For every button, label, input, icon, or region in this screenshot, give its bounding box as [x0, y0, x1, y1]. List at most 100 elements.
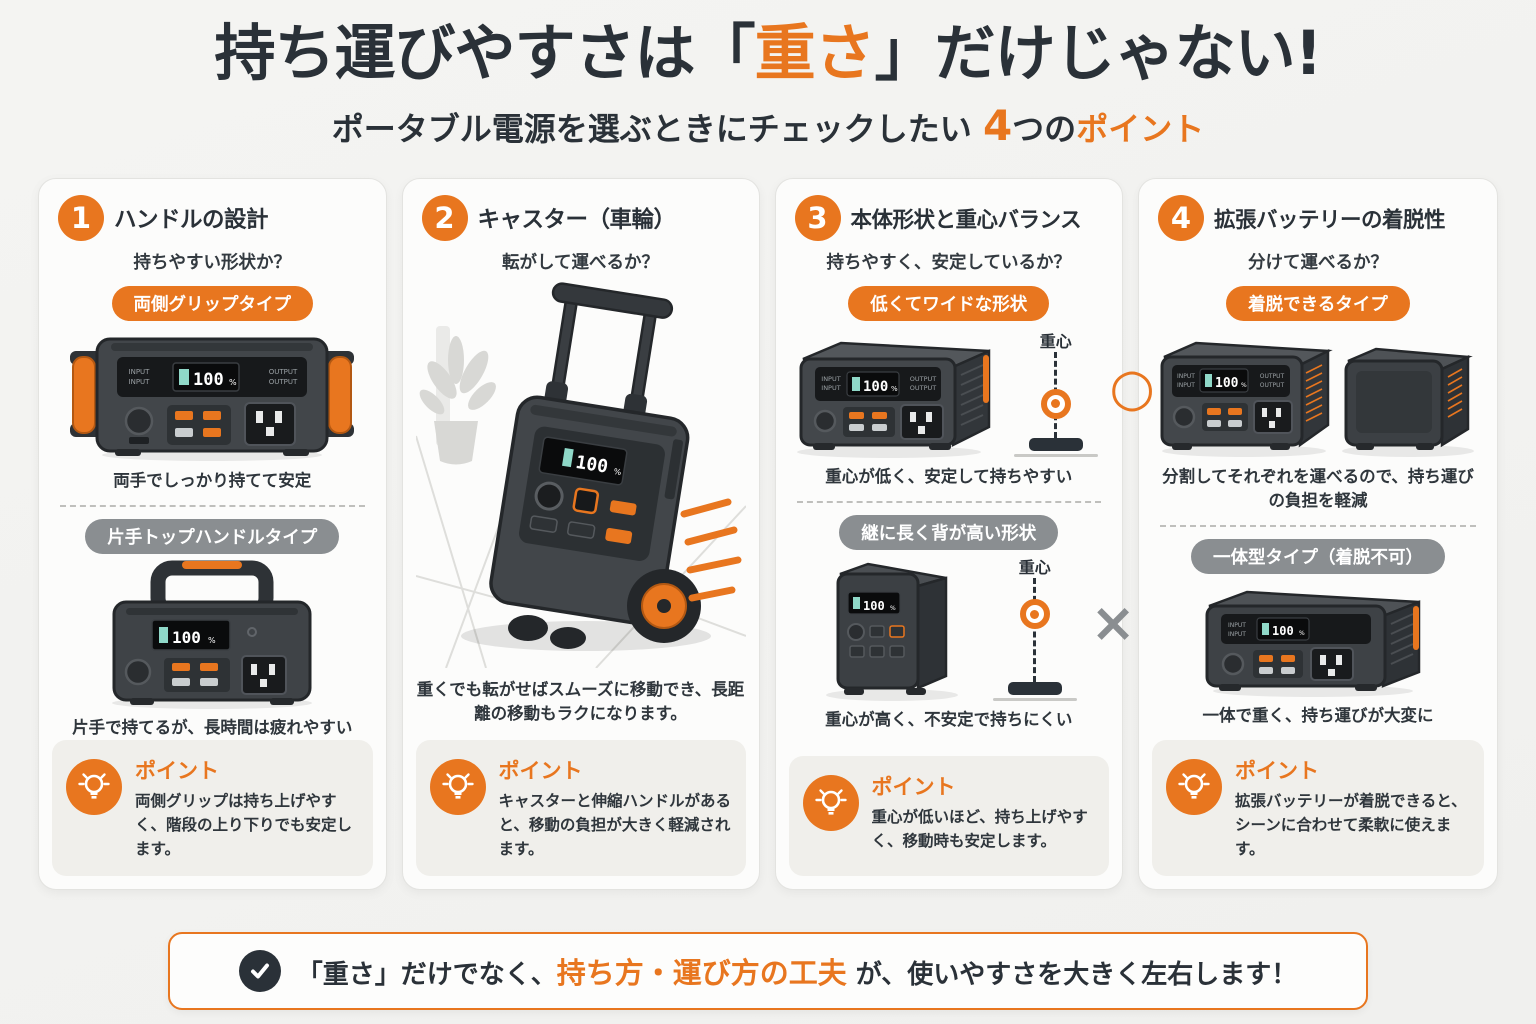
number-badge-2: 2 — [421, 195, 468, 241]
tall-station-svg: 100 % — [825, 562, 958, 701]
detachable-pair-illustration: INPUT INPUT 100 % OUTPUT OUTPUT — [1152, 327, 1484, 459]
trolley-power-station-svg: 100 % — [415, 282, 746, 668]
title-pre: 持ち運びやすさは — [214, 18, 696, 89]
point-content: ポイント 両側グリップは持ち上げやすく、階段の上り下りでも安定します。 — [135, 755, 359, 861]
title-bracket-close: 」 — [874, 18, 936, 89]
svg-text:%: % — [890, 605, 896, 612]
card-center-of-gravity: 3 本体形状と重心バランス 持ちやすく、安定しているか？ 低くてワイドな形状 — [774, 178, 1155, 890]
lightbulb-icon — [429, 758, 486, 815]
card-handle-design: 1 ハンドルの設計 持ちやすい形状か？ 両側グリップタイプ INPUT — [38, 178, 387, 890]
svg-text:100: 100 — [193, 370, 224, 390]
svg-text:OUTPUT: OUTPUT — [269, 368, 298, 376]
card3-question: 持ちやすく、安定しているか？ — [826, 253, 1071, 273]
check-icon — [238, 950, 281, 992]
svg-text:INPUT: INPUT — [821, 375, 840, 383]
cg-diagram-high: 重心 × — [982, 554, 1136, 702]
integrated-station-svg: INPUT INPUT 100 % — [1205, 590, 1421, 697]
card2-title: キャスター（車輪） — [477, 207, 677, 233]
cg-ground — [1013, 453, 1098, 457]
bad-cross-mark: × — [1090, 591, 1136, 655]
svg-text:INPUT: INPUT — [1228, 622, 1246, 629]
caption-top-handle: 片手で持てるが、長時間は疲れやすい — [72, 717, 353, 737]
svg-text:INPUT: INPUT — [1228, 631, 1246, 638]
low-wide-row: INPUT INPUT 100 % OUTPUT OUTPUT — [789, 325, 1155, 459]
point-label: ポイント — [871, 774, 956, 799]
point-box-1: ポイント 両側グリップは持ち上げやすく、階段の上り下りでも安定します。 — [52, 739, 373, 876]
power-station-side-grips-svg: INPUT INPUT 100 % OUTPUT OUTPUT — [70, 337, 355, 461]
point-box-2: ポイント キャスターと伸縮ハンドルがあると、移動の負担が大きく軽減されます。 — [415, 739, 746, 876]
cg-target-icon — [1040, 388, 1071, 419]
summary-pre: 「重さ」だけでなく、 — [296, 960, 557, 990]
svg-text:100: 100 — [863, 599, 885, 613]
subtitle-mid: つの — [1012, 110, 1077, 149]
point-text: キャスターと伸縮ハンドルがあると、移動の負担が大きく軽減されます。 — [498, 791, 732, 858]
page-title: 持ち運びやすさは「重さ」だけじゃない! — [0, 20, 1536, 87]
caption-high-cg: 重心が高く、不安定で持ちにくい — [825, 709, 1073, 729]
point-label: ポイント — [135, 758, 219, 783]
caption-low-cg: 重心が低く、安定して持ちやすい — [825, 467, 1073, 486]
top-handle-station-illustration: 100 % — [52, 560, 373, 710]
title-post: だけじゃない! — [934, 18, 1323, 89]
svg-text:INPUT: INPUT — [1177, 382, 1195, 389]
svg-text:INPUT: INPUT — [821, 384, 840, 392]
card-expansion-battery: 4 拡張バッテリーの着脱性 分けて運べるか？ 着脱できるタイプ — [1138, 178, 1498, 890]
number-badge-4: 4 — [1158, 195, 1204, 241]
point-box-4: ポイント 拡張バッテリーが着脱できると、シーンに合わせて柔軟に使えます。 — [1152, 739, 1484, 876]
svg-text:INPUT: INPUT — [129, 368, 151, 376]
cg-label: 重心 — [1039, 331, 1072, 351]
point-label: ポイント — [1235, 758, 1319, 783]
subtitle-pre: ポータブル電源を選ぶときにチェックしたい — [331, 110, 983, 149]
badge-low-wide-shape: 低くてワイドな形状 — [848, 286, 1050, 321]
card1-header: 1 ハンドルの設計 — [52, 195, 373, 241]
point-box-3: ポイント 重心が低いほど、持ち上げやすく、移動時も安定します。 — [788, 755, 1109, 876]
svg-text:%: % — [208, 636, 216, 645]
caption-side-grip: 両手でしっかり持てて安定 — [113, 471, 312, 490]
summary-text: 「重さ」だけでなく、持ち方・運び方の工夫 が、使いやすさを大きく左右します！ — [297, 950, 1298, 992]
cg-stack — [992, 578, 1077, 702]
lightbulb-icon — [66, 758, 122, 815]
lightbulb-icon — [1166, 758, 1222, 815]
trolley-station-illustration: 100 % — [415, 276, 746, 668]
card4-title: 拡張バッテリーの着脱性 — [1214, 207, 1446, 233]
badge-detachable-type: 着脱できるタイプ — [1226, 286, 1410, 321]
point-content: ポイント キャスターと伸縮ハンドルがあると、移動の負担が大きく軽減されます。 — [499, 755, 732, 861]
card1-title: ハンドルの設計 — [114, 207, 269, 233]
svg-text:100: 100 — [172, 628, 201, 647]
point-content: ポイント 重心が低いほど、持ち上げやすく、移動時も安定します。 — [872, 771, 1096, 853]
svg-text:OUTPUT: OUTPUT — [910, 384, 937, 392]
title-accent: 重さ — [754, 18, 876, 89]
svg-text:OUTPUT: OUTPUT — [1260, 373, 1285, 380]
point-label: ポイント — [498, 758, 583, 783]
badge-top-handle-type: 片手トップハンドルタイプ — [85, 518, 340, 554]
card4-question: 分けて運べるか？ — [1248, 253, 1388, 273]
svg-text:INPUT: INPUT — [1177, 373, 1195, 380]
badge-tall-shape: 継に長く背が高い形状 — [839, 514, 1059, 550]
svg-text:%: % — [1241, 382, 1247, 389]
tall-row: 100 % 重心 — [789, 554, 1136, 702]
svg-text:100: 100 — [1215, 376, 1239, 391]
caption-trolley: 重くでも転がせばスムーズに移動でき、長距離の移動もラクになります。 — [416, 680, 745, 723]
card1-question: 持ちやすい形状か？ — [133, 253, 292, 273]
card3-title: 本体形状と重心バランス — [850, 207, 1082, 233]
low-wide-station-svg: INPUT INPUT 100 % OUTPUT OUTPUT — [796, 341, 990, 458]
card-casters: 2 キャスター（車輪） 転がして運べるか？ — [401, 178, 760, 890]
badge-integrated-type: 一体型タイプ（着脱不可） — [1191, 538, 1445, 574]
number-badge-1: 1 — [58, 195, 104, 241]
point-text: 重心が低いほど、持ち上げやすく、移動時も安定します。 — [871, 807, 1088, 850]
cg-base — [1007, 682, 1062, 696]
divider-dashed — [1160, 524, 1476, 527]
cg-dashed-line — [1033, 578, 1037, 683]
card2-question: 転がして運べるか？ — [502, 253, 659, 273]
svg-text:%: % — [229, 378, 237, 387]
card2-header: 2 キャスター（車輪） — [416, 195, 746, 241]
point-text: 拡張バッテリーが着脱できると、シーンに合わせて柔軟に使えます。 — [1235, 791, 1467, 858]
cg-label: 重心 — [1018, 558, 1051, 578]
good-circle-mark: ○ — [1109, 357, 1155, 418]
svg-text:100: 100 — [574, 452, 609, 478]
number-badge-3: 3 — [794, 195, 841, 241]
summary-post: が、使いやすさを大きく左右します！ — [846, 960, 1298, 990]
summary-banner: 「重さ」だけでなく、持ち方・運び方の工夫 が、使いやすさを大きく左右します！ — [168, 932, 1368, 1010]
lightbulb-icon — [802, 774, 859, 831]
point-text: 両側グリップは持ち上げやすく、階段の上り下りでも安定します。 — [135, 791, 353, 858]
